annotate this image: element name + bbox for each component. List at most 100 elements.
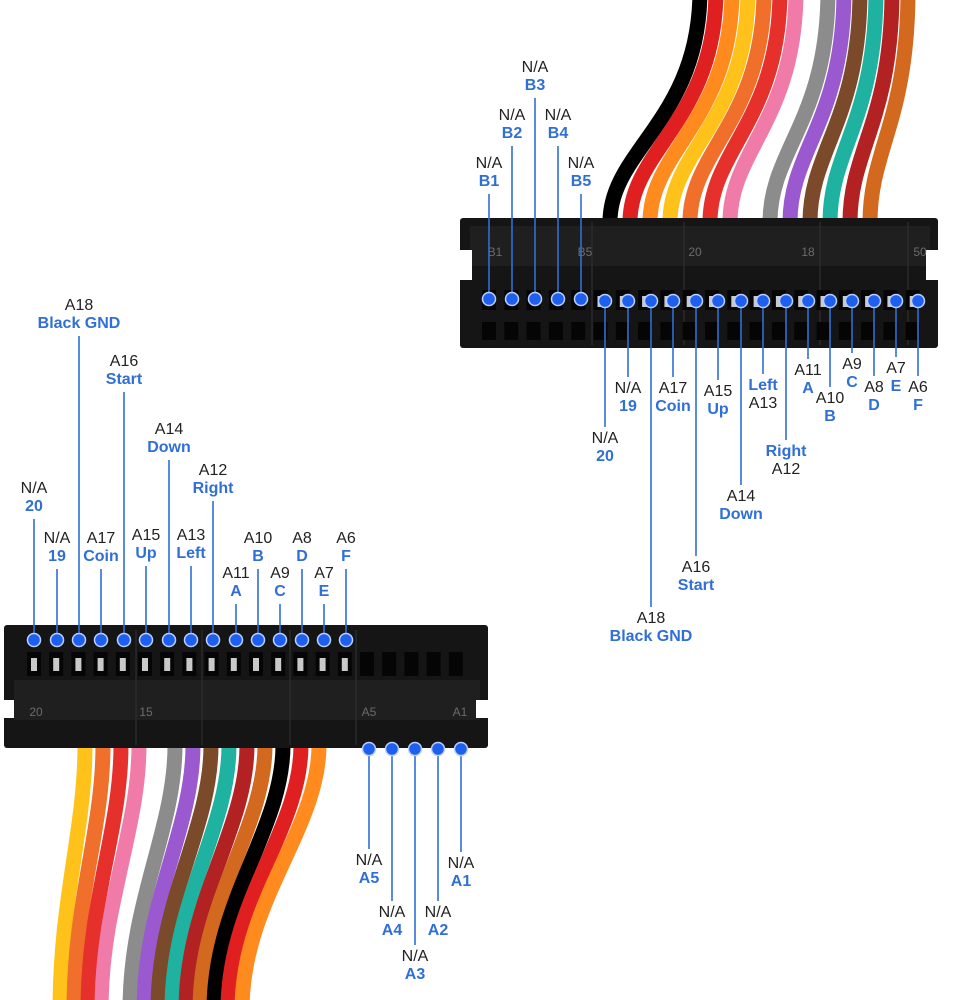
slot	[382, 652, 397, 676]
pin-function: D	[296, 548, 308, 565]
pin-contact	[119, 658, 126, 671]
pin-dot	[665, 293, 681, 309]
slot	[615, 322, 630, 340]
pin-function: Down	[719, 506, 763, 523]
pin-function: C	[846, 374, 858, 391]
lower-wire-bundle	[52, 737, 327, 1000]
wire	[164, 737, 237, 1000]
pin-name: N/A	[402, 948, 429, 965]
wire	[662, 0, 756, 230]
pin-dot	[800, 293, 816, 309]
wire	[622, 0, 724, 230]
pin-function: Right	[193, 480, 235, 497]
connector-marker: 50	[913, 245, 927, 259]
pin-dot	[733, 293, 749, 309]
wire	[762, 0, 836, 230]
wire	[234, 737, 327, 1000]
pin-function: Start	[678, 577, 715, 594]
wire	[178, 737, 255, 1000]
pin-function: A2	[428, 922, 449, 939]
pin-contact	[97, 658, 104, 671]
slot	[660, 322, 675, 340]
pin-name: A9	[270, 565, 290, 582]
pin-contact	[275, 658, 282, 671]
pin-name: A6	[336, 530, 356, 547]
pin-name: A7	[886, 360, 906, 377]
lower-connector-slots	[27, 652, 463, 676]
pin-function: B3	[525, 77, 546, 94]
pin-name: A18	[637, 610, 666, 627]
pin-function: Black GND	[610, 628, 693, 645]
pin-contact	[341, 658, 348, 671]
pin-name: N/A	[592, 430, 619, 447]
pin-name: N/A	[476, 155, 503, 172]
upper-connector-face	[470, 226, 930, 266]
pin-name: N/A	[448, 855, 475, 872]
pin-function: Black GND	[38, 315, 121, 332]
pin-function: Coin	[83, 548, 119, 565]
pin-name: N/A	[545, 107, 572, 124]
wire	[206, 737, 291, 1000]
pin-name: A11	[794, 362, 821, 379]
upper-connector-notch-right	[926, 250, 938, 280]
wire	[108, 737, 165, 1000]
pin-function: B	[252, 548, 264, 565]
upper-pin-dots	[481, 291, 926, 309]
wire	[742, 0, 820, 230]
pin-contact	[319, 658, 326, 671]
slot	[482, 322, 496, 340]
pin-function: A	[802, 380, 814, 397]
slot	[504, 322, 519, 340]
pin-function: B	[824, 408, 836, 425]
pin-dot	[778, 293, 794, 309]
pin-dot	[338, 632, 354, 648]
wire	[702, 0, 788, 230]
pin-dot	[294, 632, 310, 648]
pin-dot	[205, 632, 221, 648]
pin-name: A6	[908, 379, 928, 396]
pin-name: A13	[177, 527, 206, 544]
slot	[548, 322, 563, 340]
pin-name: A16	[110, 353, 139, 370]
pin-name: A8	[292, 530, 312, 547]
connector-marker: B1	[488, 245, 503, 259]
pin-function: E	[891, 378, 902, 395]
pin-name: A10	[244, 530, 273, 547]
pin-dot	[910, 293, 926, 309]
pin-function: Down	[147, 439, 191, 456]
wire	[192, 737, 273, 1000]
slot	[682, 322, 697, 340]
pin-function: Up	[707, 401, 729, 418]
slot	[571, 322, 586, 340]
slot	[838, 322, 853, 340]
pin-contact	[31, 658, 37, 671]
pin-function: Left	[176, 545, 206, 562]
pin-dot	[597, 293, 613, 309]
pin-name: N/A	[522, 59, 549, 76]
pin-function: E	[319, 583, 330, 600]
pin-dot	[316, 632, 332, 648]
pin-dot	[550, 291, 566, 307]
pin-function: F	[341, 548, 351, 565]
pin-name: A11	[222, 565, 249, 582]
upper-connector-notch-left	[460, 250, 472, 280]
connector-marker: 15	[139, 705, 153, 719]
pin-function: Right	[766, 443, 808, 460]
pin-name: A17	[87, 530, 116, 547]
wire	[94, 737, 147, 1000]
wire	[136, 737, 201, 1000]
wire	[642, 0, 740, 230]
pin-function: Coin	[655, 398, 691, 415]
wire	[862, 0, 916, 230]
connector-marker: 20	[688, 245, 702, 259]
pin-function: B4	[548, 125, 569, 142]
wire	[722, 0, 804, 230]
pin-dot	[272, 632, 288, 648]
pin-dot	[866, 293, 882, 309]
pin-name: A12	[199, 462, 228, 479]
lower-pin-dots	[26, 632, 469, 757]
pin-name: A8	[864, 379, 884, 396]
